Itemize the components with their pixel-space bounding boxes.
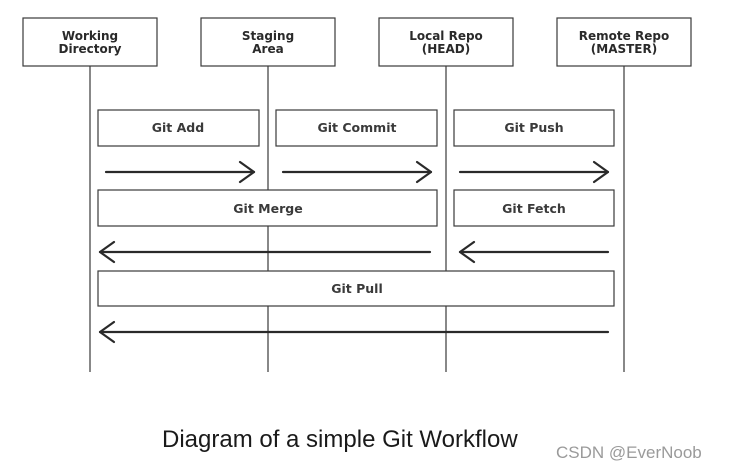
command-git-commit: Git Commit — [275, 109, 438, 147]
command-git-add: Git Add — [97, 109, 260, 147]
command-git-fetch-label: Git Fetch — [502, 201, 566, 216]
lane-remote-repo-line-1: Remote Repo — [579, 29, 669, 43]
command-git-add-label: Git Add — [152, 120, 204, 135]
lane-local-repo-line-2: (HEAD) — [422, 42, 470, 56]
lane-staging-area-line-1: Staging — [242, 29, 294, 43]
command-git-merge-label: Git Merge — [233, 201, 302, 216]
lane-staging-area-line-2: Area — [252, 42, 283, 56]
lane-local-repo-line-1: Local Repo — [409, 29, 483, 43]
diagram-caption: Diagram of a simple Git Workflow — [162, 426, 518, 453]
lane-working-directory-line-1: Working — [62, 29, 118, 43]
command-git-merge: Git Merge — [97, 189, 438, 227]
command-git-pull: Git Pull — [97, 270, 615, 307]
command-git-commit-label: Git Commit — [318, 120, 397, 135]
arrow-git-pull — [98, 320, 610, 344]
command-git-push: Git Push — [453, 109, 615, 147]
git-workflow-diagram: Working Directory Staging Area Local Rep… — [22, 17, 692, 372]
lane-working-directory-line-2: Directory — [59, 42, 122, 56]
command-git-pull-label: Git Pull — [331, 281, 383, 296]
arrow-git-push — [458, 160, 610, 184]
arrow-git-add — [104, 160, 256, 184]
lane-working-directory: Working Directory — [22, 17, 158, 67]
arrow-git-merge — [98, 240, 432, 264]
lane-remote-repo-line-2: (MASTER) — [591, 42, 657, 56]
lane-local-repo: Local Repo (HEAD) — [378, 17, 514, 67]
command-git-push-label: Git Push — [504, 120, 563, 135]
arrow-git-commit — [281, 160, 433, 184]
watermark: CSDN @EverNoob — [556, 443, 702, 462]
arrow-git-fetch — [458, 240, 610, 264]
command-git-fetch: Git Fetch — [453, 189, 615, 227]
lane-remote-repo: Remote Repo (MASTER) — [556, 17, 692, 67]
lane-staging-area: Staging Area — [200, 17, 336, 67]
